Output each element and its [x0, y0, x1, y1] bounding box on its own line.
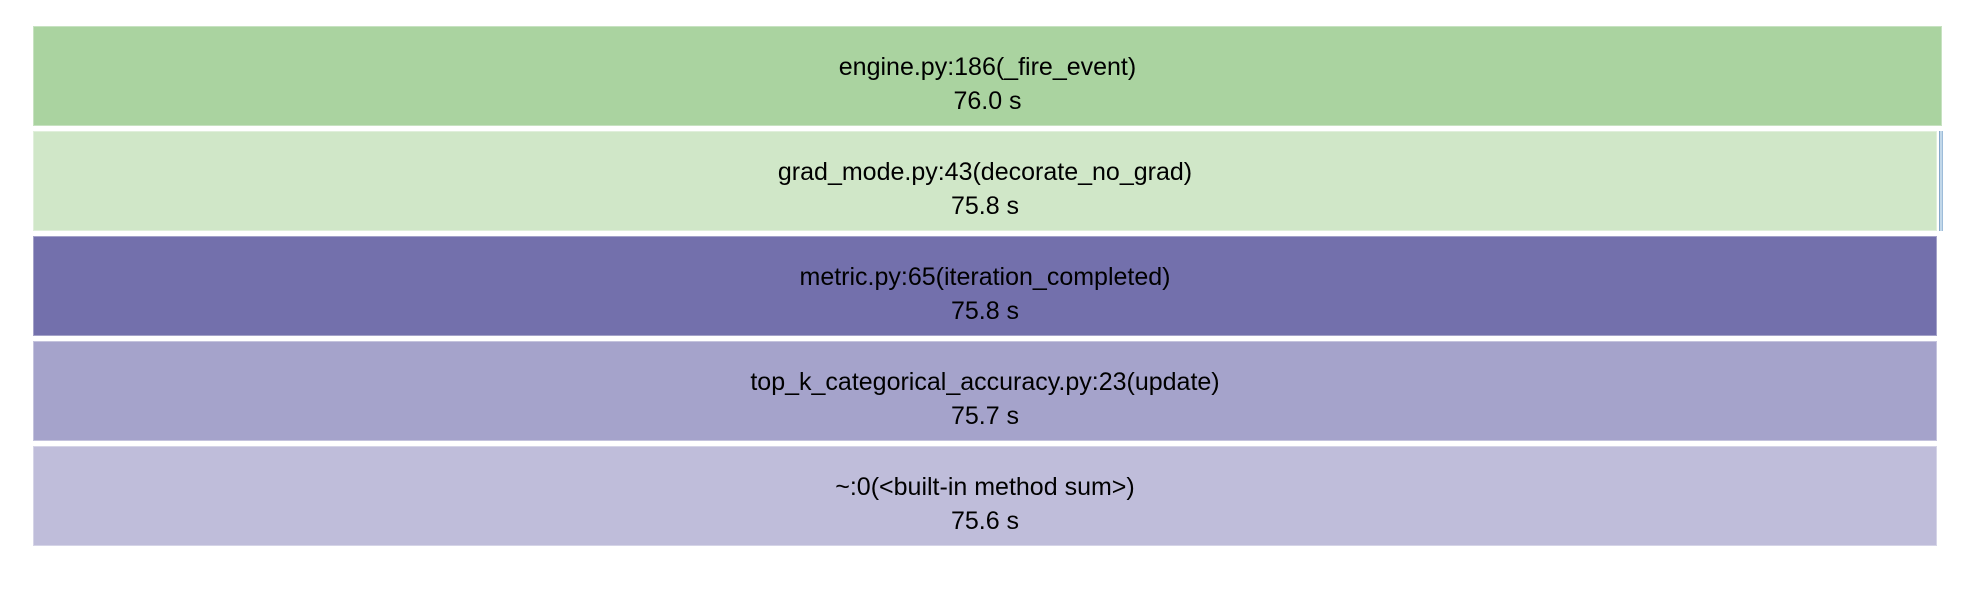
flame-bar-engine-fire-event[interactable]: engine.py:186(_fire_event) 76.0 s: [33, 26, 1942, 126]
frame-label: grad_mode.py:43(decorate_no_grad): [777, 158, 1193, 186]
frame-label: ~:0(<built-in method sum>): [835, 473, 1135, 501]
flame-bar-builtin-sum[interactable]: ~:0(<built-in method sum>) 75.6 s: [33, 446, 1937, 546]
frame-time: 76.0 s: [953, 87, 1022, 115]
frame-label: top_k_categorical_accuracy.py:23(update): [750, 368, 1220, 396]
flame-bar-sliver[interactable]: [1939, 131, 1943, 231]
flame-bar-top-k-categorical-accuracy-update[interactable]: top_k_categorical_accuracy.py:23(update)…: [33, 341, 1937, 441]
frame-label: metric.py:65(iteration_completed): [799, 263, 1171, 291]
frame-time: 75.8 s: [950, 192, 1020, 220]
frame-time: 75.8 s: [950, 297, 1020, 325]
frame-label: engine.py:186(_fire_event): [838, 53, 1137, 81]
frame-time: 75.6 s: [950, 507, 1020, 535]
frame-time: 75.7 s: [950, 402, 1020, 430]
flame-bar-metric-iteration-completed[interactable]: metric.py:65(iteration_completed) 75.8 s: [33, 236, 1937, 336]
flame-bar-grad-mode-decorate-no-grad[interactable]: grad_mode.py:43(decorate_no_grad) 75.8 s: [33, 131, 1937, 231]
